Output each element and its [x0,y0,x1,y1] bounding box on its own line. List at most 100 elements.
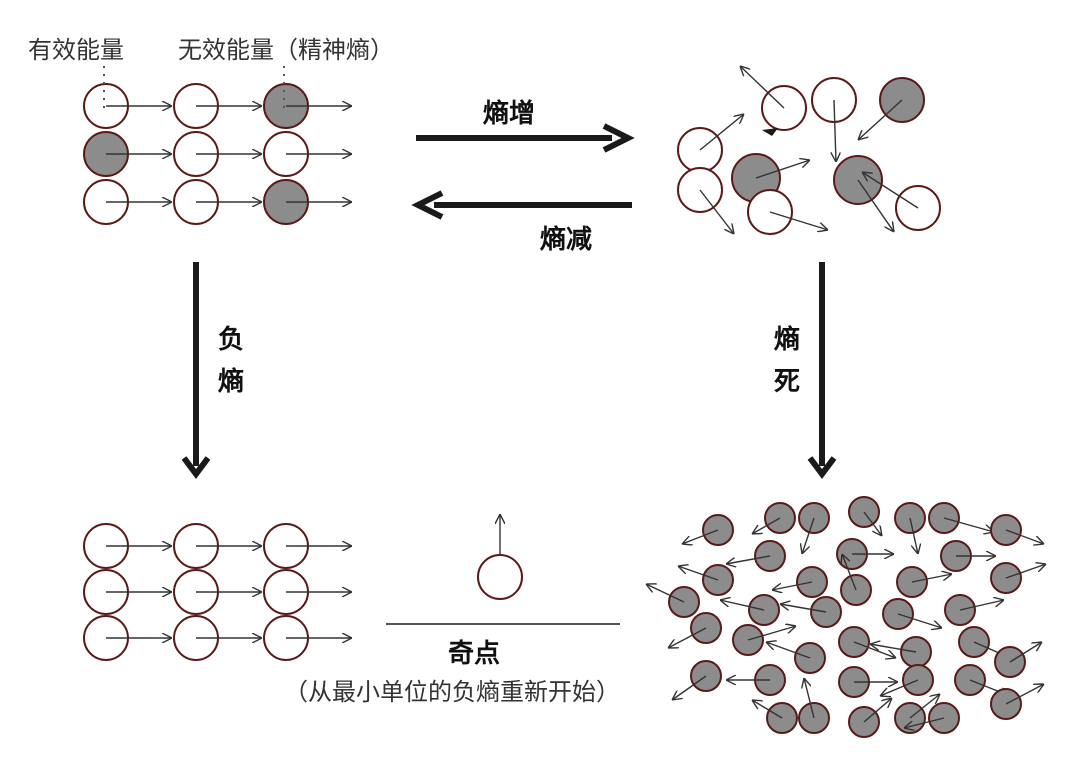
motion-arrow [726,555,771,564]
motion-arrow [943,517,994,532]
particle-white [83,615,172,661]
motion-arrow [909,517,918,554]
motion-arrow [755,160,810,179]
particle-white [173,179,262,225]
motion-arrow [842,554,857,591]
arrow-down-icon [181,262,211,479]
motion-arrow [1009,642,1042,663]
negative-entropy-char-1: 负 [218,325,244,355]
motion-arrow [740,66,785,109]
particle-white [83,179,172,225]
motion-arrow [766,642,811,659]
motion-arrow [752,517,781,534]
particle-white [83,523,172,569]
particle-gray [940,540,996,572]
negative-entropy-char-2: 熵 [217,366,244,397]
motion-arrow [769,211,828,230]
singularity-particle [477,514,523,600]
particle-white [83,569,172,615]
particle-white [677,114,744,173]
particle-gray [990,563,1046,594]
motion-arrow [646,584,685,603]
particle-gray [833,155,894,232]
particle-gray [896,566,952,598]
particle-gray [672,660,722,700]
particle-gray [780,596,842,628]
disordered-particles [677,66,941,235]
motion-arrow [1005,564,1046,579]
particle-gray [894,502,926,554]
particle-gray [668,612,722,648]
particle-gray [726,664,786,696]
pivot-marker [762,128,778,136]
motion-arrow [862,172,919,209]
motion-arrow [682,529,719,544]
particle-white [263,523,352,569]
particle-white [173,569,262,615]
motion-arrow [747,626,796,641]
particle-gray [990,684,1044,720]
motion-arrow [1005,684,1044,705]
particle-gray [798,502,830,554]
motion-arrow [672,675,707,700]
particle-white [740,66,807,131]
entropy-increase-label: 熵增 [482,98,535,129]
particle-gray [646,584,700,618]
ordered-effective-energy-grid [83,523,352,661]
motion-arrow [870,644,917,653]
motion-arrow [1005,529,1044,544]
motion-arrow [911,574,952,583]
motion-arrow [834,99,836,162]
particle-gray [848,698,892,738]
particle-white [747,189,828,235]
arrow-left-icon [411,190,632,220]
motion-arrow [857,179,894,232]
heat-death-char-2: 死 [774,367,800,397]
particle-gray [682,514,734,546]
particle-white [811,77,857,162]
particle-gray [798,678,830,734]
particle-gray [990,514,1044,546]
particle-gray [726,540,786,572]
arrow-down-icon [807,262,837,479]
singularity-note: （从最小单位的负熵重新开始） [284,678,620,706]
heat-death-particles [646,496,1046,738]
effective-energy-label: 有效能量 [28,36,124,64]
motion-arrow [668,627,707,648]
motion-arrow [699,114,744,151]
particle-white [263,569,352,615]
motion-arrow [772,581,813,590]
particle-white [263,131,352,177]
particle-gray [263,179,352,225]
particle-gray [772,566,828,598]
motion-arrow [863,511,882,536]
particle-gray [994,642,1042,678]
particle-gray [732,625,796,656]
arrow-right-icon [416,123,635,153]
motion-arrow [780,604,827,613]
particle-gray [752,502,796,534]
particle-gray [944,594,1004,626]
motion-arrow [858,99,903,140]
particle-gray [904,702,960,734]
particle-gray [83,131,172,177]
motion-arrow [699,189,734,234]
motion-arrow [802,517,815,554]
motion-arrow [720,600,765,611]
particle-gray [766,642,826,674]
particle-white [263,615,352,661]
particle-white [862,172,941,231]
ineffective-energy-label: 无效能量（精神熵） [178,36,394,64]
motion-arrow [752,700,783,719]
particle-gray [752,700,798,734]
particle-gray [882,598,942,629]
particle-white [173,615,262,661]
particle-gray [263,83,352,129]
particle-gray [838,666,898,698]
particle-gray [928,502,994,533]
motion-arrow [909,694,940,719]
particle-gray [880,664,934,696]
particle-gray [894,694,940,734]
particle-gray [838,626,896,658]
motion-arrow [804,678,815,719]
